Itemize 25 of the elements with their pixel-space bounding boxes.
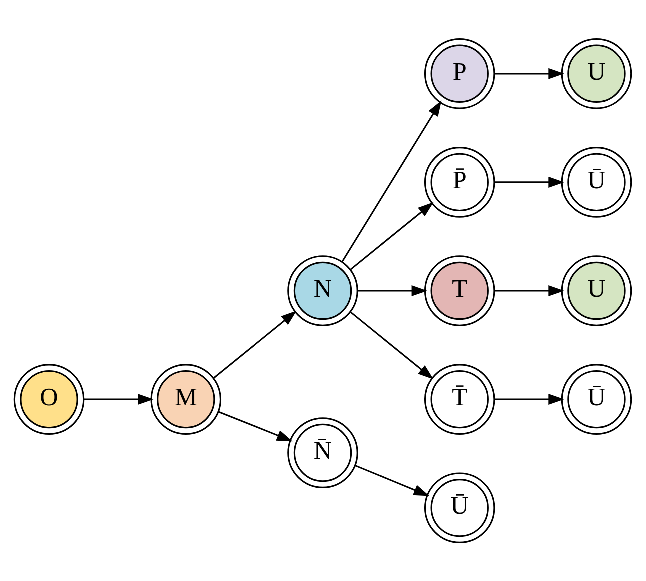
node-circle: Ū <box>424 472 496 543</box>
arrow <box>350 202 434 270</box>
node-circle: U <box>561 38 632 109</box>
arrow <box>494 284 564 296</box>
node-circle: N <box>288 255 358 326</box>
node-circle: T <box>424 255 496 326</box>
arrow <box>355 464 430 496</box>
arrow <box>218 410 293 442</box>
node-circle: P̄ <box>424 146 496 218</box>
arrow <box>84 394 154 405</box>
node-circle: T̄ <box>424 364 496 434</box>
arrow <box>350 311 434 380</box>
arrow <box>494 68 564 79</box>
node-circle: Ū <box>561 364 632 434</box>
node-circle: P <box>424 38 496 109</box>
arrow <box>342 100 442 262</box>
arrow <box>358 284 428 296</box>
arrow <box>214 310 297 378</box>
arrow <box>494 394 564 405</box>
node-circle: N̄ <box>288 417 358 488</box>
arrow <box>494 176 564 188</box>
node-circle: O <box>14 364 85 434</box>
node-circle: U <box>561 255 632 326</box>
node-circle: M <box>150 364 222 434</box>
node-circle: Ū <box>561 146 632 218</box>
